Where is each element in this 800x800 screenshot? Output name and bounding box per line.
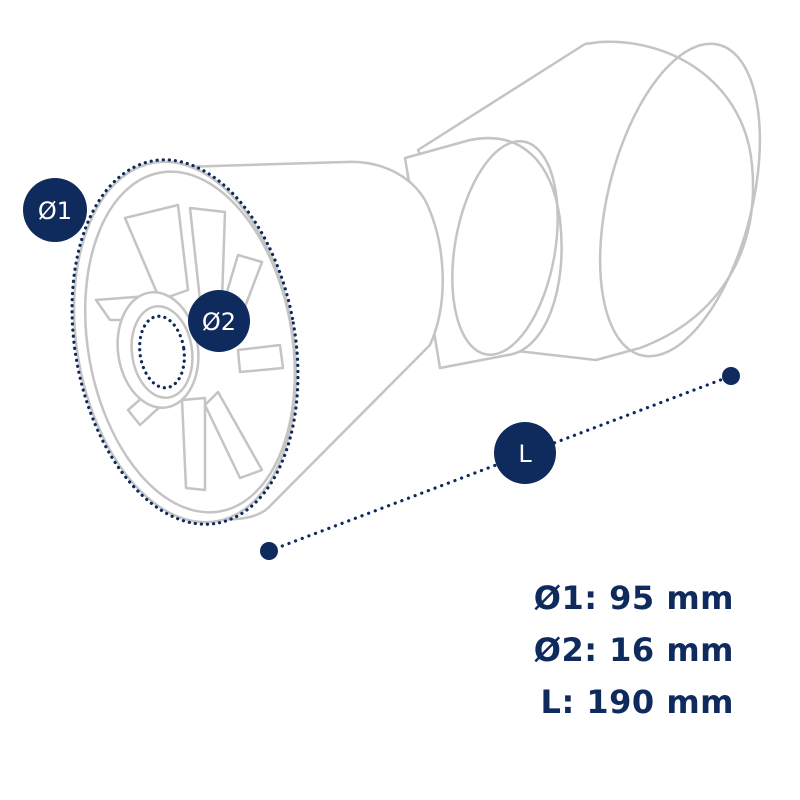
d2-badge: Ø2 bbox=[188, 290, 250, 352]
d1-badge: Ø1 bbox=[23, 178, 87, 242]
roller-outline bbox=[72, 40, 762, 524]
d2-dotted-outline bbox=[138, 314, 186, 390]
d2-label: Ø2 bbox=[202, 308, 236, 336]
length-badge: L bbox=[494, 422, 556, 484]
d1-label: Ø1 bbox=[38, 197, 72, 225]
spec-d2: Ø2: 16 mm bbox=[533, 631, 734, 669]
spec-d1: Ø1: 95 mm bbox=[533, 579, 734, 617]
length-label: L bbox=[518, 440, 532, 468]
spec-list: Ø1: 95 mm Ø2: 16 mm L: 190 mm bbox=[534, 572, 734, 728]
length-start-dot bbox=[260, 542, 278, 560]
length-end-dot bbox=[722, 367, 740, 385]
spec-length: L: 190 mm bbox=[540, 683, 734, 721]
d1-dotted-outline bbox=[70, 158, 300, 526]
